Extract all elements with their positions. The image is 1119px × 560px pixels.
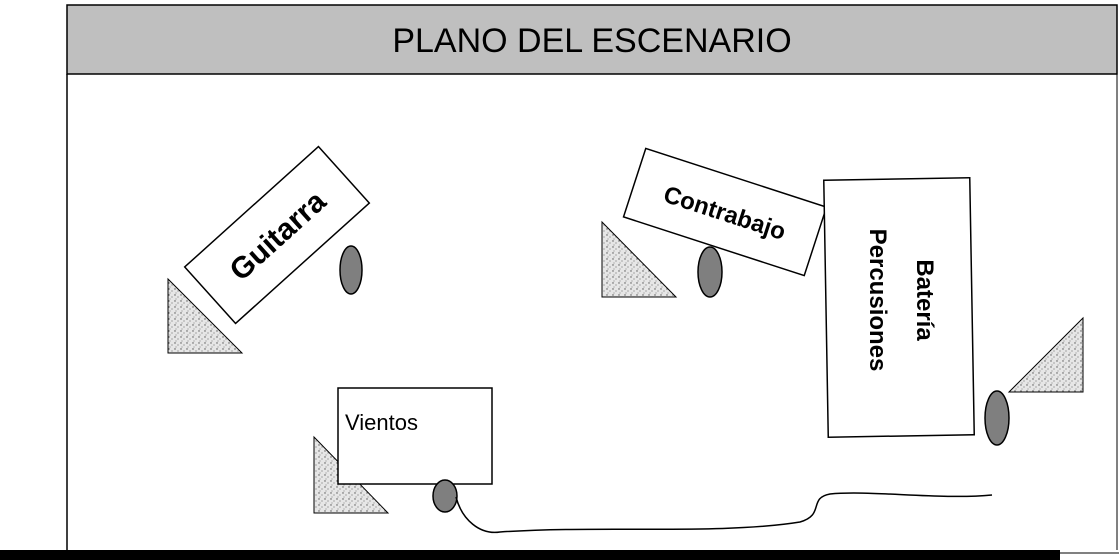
vientos-microphone — [432, 479, 458, 513]
contrabajo-box — [622, 147, 828, 277]
bateria-box — [823, 176, 976, 439]
vientos-label: Vientos — [345, 410, 418, 435]
stage-front-edge — [0, 550, 1119, 560]
page-title: PLANO DEL ESCENARIO — [392, 22, 791, 60]
contrabajo-station: Contrabajo — [601, 147, 828, 298]
guitarra-station: Guitarra — [167, 145, 371, 354]
vientos-station: Vientos — [313, 387, 493, 514]
bateria-microphone — [984, 390, 1010, 446]
guitarra-microphone — [339, 245, 363, 295]
guitarra-monitor-wedge — [167, 277, 244, 354]
bateria-label: Batería — [911, 259, 938, 341]
stage-area — [66, 74, 1118, 550]
guitarra-box — [183, 145, 371, 325]
percusiones-label: Percusiones — [864, 229, 891, 372]
title-banner: PLANO DEL ESCENARIO — [66, 4, 1118, 75]
bateria-monitor-wedge — [1007, 316, 1084, 393]
contrabajo-monitor-wedge — [601, 220, 678, 298]
microphone-cable — [455, 492, 993, 534]
bateria-station: Batería Percusiones — [823, 176, 1084, 446]
contrabajo-microphone — [697, 246, 723, 298]
vientos-box — [337, 387, 493, 485]
